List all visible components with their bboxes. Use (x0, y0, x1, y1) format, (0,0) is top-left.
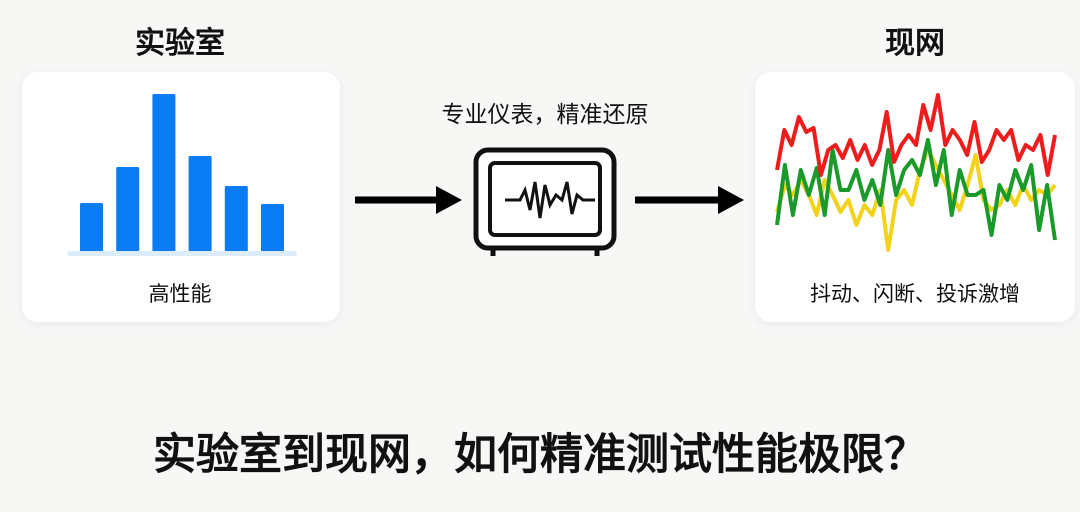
meter-caption: 专业仪表，精准还原 (441, 102, 649, 128)
bar-chart-baseline (67, 251, 297, 256)
bar (80, 203, 103, 252)
bar (116, 167, 140, 252)
lab-caption: 高性能 (148, 282, 212, 306)
jitter-line-red (775, 93, 1057, 177)
headline: 实验室到现网，如何精准测试性能极限？ (153, 430, 927, 480)
bar (224, 186, 248, 252)
bar (261, 204, 284, 252)
arrow-meter-to-network (635, 186, 744, 214)
meter-icon (473, 147, 617, 256)
lab-title: 实验室 (135, 26, 225, 61)
bar (188, 156, 212, 252)
lab-card (22, 72, 340, 322)
bar (152, 94, 176, 252)
arrow-lab-to-meter (355, 186, 462, 214)
live-network-title: 现网 (885, 26, 945, 61)
jitter-line-green (775, 138, 1057, 241)
live-network-caption: 抖动、闪断、投诉激增 (810, 282, 1020, 306)
